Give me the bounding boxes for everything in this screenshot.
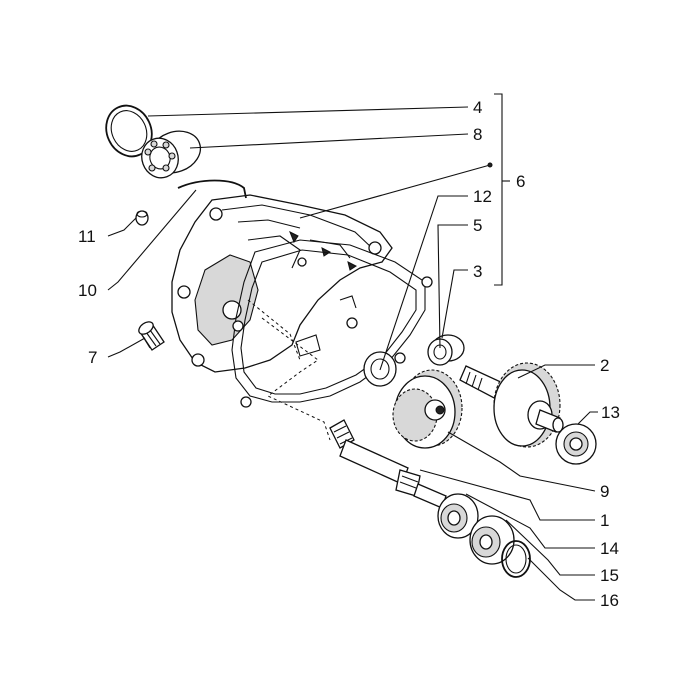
part-label-7: 7 (88, 348, 97, 367)
breather-pipe-part (177, 179, 247, 199)
bearing-part (141, 130, 202, 179)
part-label-10: 10 (78, 281, 97, 300)
plug-part (135, 210, 149, 226)
part-label-12: 12 (473, 187, 492, 206)
bearing-part-5 (469, 515, 515, 565)
circlip-part-2 (501, 540, 531, 578)
bearing-part-2 (427, 334, 465, 366)
bearing-part-4 (437, 493, 479, 539)
intermediate-gear-part (392, 369, 463, 449)
part-label-9: 9 (600, 482, 609, 501)
part-label-16: 16 (600, 591, 619, 610)
part-label-2: 2 (600, 356, 609, 375)
part-label-6: 6 (516, 172, 525, 191)
part-label-8: 8 (473, 125, 482, 144)
leader-lines (107, 93, 598, 601)
drive-shaft-part (329, 419, 447, 509)
part-label-15: 15 (600, 566, 619, 585)
part-label-3: 3 (473, 262, 482, 281)
screw-part (138, 321, 165, 351)
bearing-part-3 (555, 423, 597, 465)
part-labels: 4 8 6 12 5 3 2 13 9 1 14 15 16 11 10 7 (78, 98, 620, 610)
part-label-11: 11 (78, 227, 96, 246)
output-gear-shaft-part (459, 362, 564, 448)
part-label-4: 4 (473, 98, 482, 117)
part-label-14: 14 (600, 539, 619, 558)
part-label-1: 1 (600, 511, 609, 530)
part-label-5: 5 (473, 216, 482, 235)
gasket (231, 239, 433, 408)
circlip-part (105, 104, 153, 158)
part-label-13: 13 (601, 403, 620, 422)
assembly-guide-line-2 (247, 299, 301, 361)
transmission-cover (171, 194, 393, 373)
